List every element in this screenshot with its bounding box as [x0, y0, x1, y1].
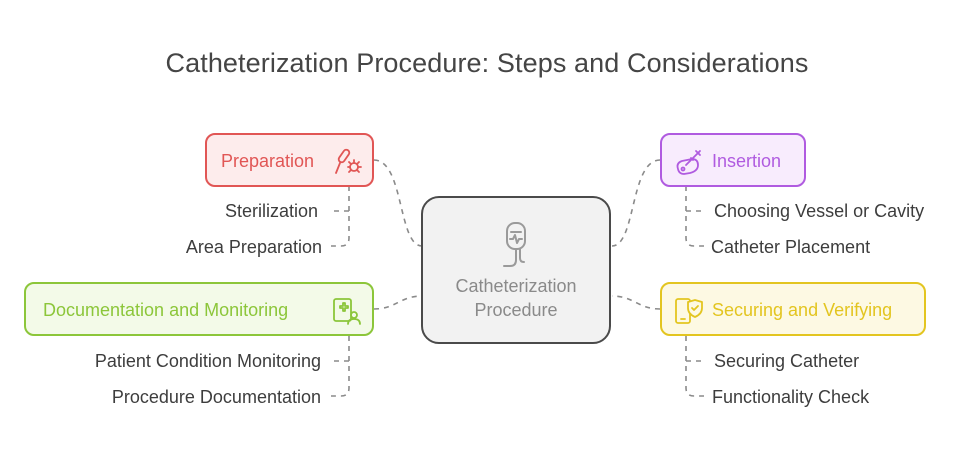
- center-label-line1: Catheterization: [455, 276, 577, 296]
- documentation-node: Documentation and Monitoring: [24, 282, 374, 336]
- securing-item-1: Securing Catheter: [714, 351, 860, 371]
- diagram-title: Catheterization Procedure: Steps and Con…: [165, 48, 809, 78]
- securing-item-2: Functionality Check: [712, 387, 870, 407]
- center-node: Catheterization Procedure: [421, 196, 611, 344]
- connector-functionality-check: [685, 336, 704, 397]
- documentation-label: Documentation and Monitoring: [43, 300, 289, 320]
- insertion-label: Insertion: [712, 151, 782, 171]
- catheter-icon: [503, 222, 526, 267]
- securing-node: Securing and Verifying: [660, 282, 926, 336]
- insertion-item-1: Choosing Vessel or Cavity: [714, 201, 925, 221]
- device-shield-icon: [675, 298, 703, 324]
- documentation-item-1: Patient Condition Monitoring: [94, 351, 321, 371]
- connector-area-preparation: [331, 186, 350, 247]
- connector-preparation: [373, 159, 423, 247]
- syringe-icon: [676, 150, 701, 175]
- connector-securing: [611, 295, 661, 310]
- medical-record-icon: [333, 298, 361, 325]
- insertion-node: Insertion: [660, 133, 806, 187]
- center-label: Catheterization Procedure: [423, 274, 609, 322]
- preparation-label: Preparation: [221, 151, 315, 171]
- insertion-item-2: Catheter Placement: [711, 237, 871, 257]
- preparation-item-2: Area Preparation: [185, 237, 322, 257]
- securing-label: Securing and Verifying: [712, 300, 893, 320]
- center-label-line2: Procedure: [474, 300, 558, 320]
- preparation-node: Preparation: [205, 133, 374, 187]
- connector-procedure-documentation: [331, 336, 350, 397]
- medical-tools-icon: [335, 148, 362, 174]
- documentation-item-2: Procedure Documentation: [111, 387, 321, 407]
- connector-insertion: [611, 159, 661, 247]
- connector-documentation: [373, 295, 423, 310]
- connector-catheter-placement: [685, 186, 704, 247]
- preparation-item-1: Sterilization: [224, 201, 318, 221]
